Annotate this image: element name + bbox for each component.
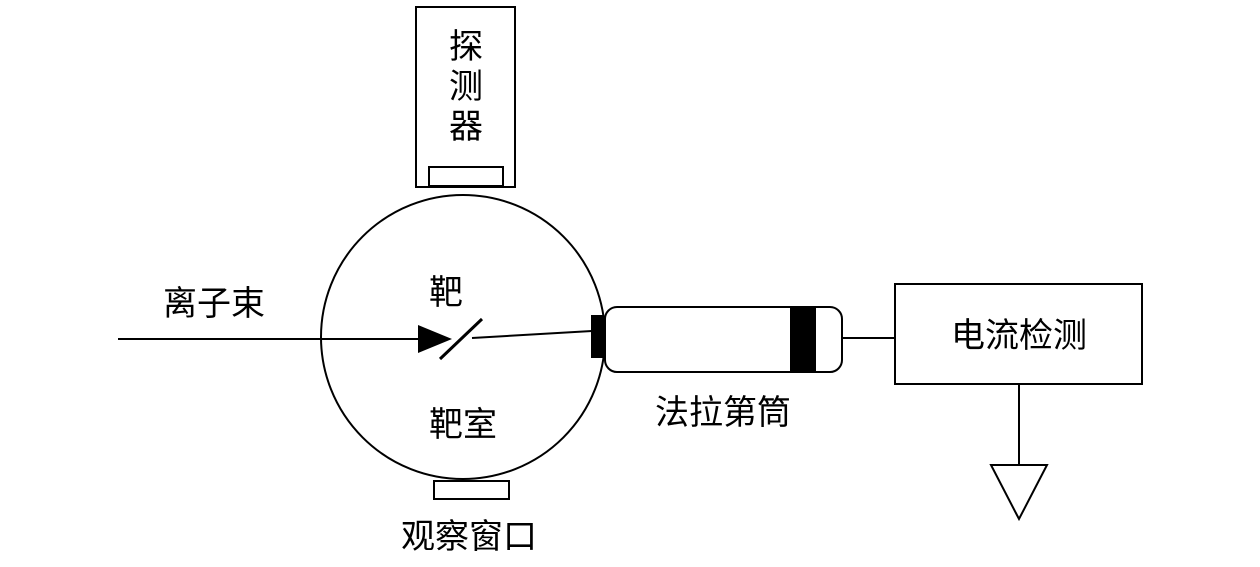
target-chamber-label: 靶室: [429, 405, 497, 445]
current-detection-label: 电流检测: [951, 316, 1087, 356]
target-slash: [438, 317, 484, 361]
detector-box: [415, 6, 516, 188]
ground-symbol-icon: [989, 464, 1049, 522]
faraday-cup-band: [790, 308, 816, 371]
faraday-cup-label: 法拉第筒: [655, 393, 791, 433]
detector-label-char-1: 探: [449, 27, 483, 67]
target-label: 靶: [429, 273, 463, 313]
detector-label-char-3: 器: [449, 107, 483, 147]
detector-label-char-2: 测: [449, 67, 483, 107]
ion-beam-arrowhead: [418, 325, 452, 353]
ion-beam-label: 离子束: [163, 284, 265, 324]
detector-flange: [428, 166, 504, 187]
faraday-cup-body: [604, 306, 843, 373]
observation-window-flange: [433, 480, 510, 500]
faraday-cup-entrance: [591, 315, 604, 358]
current-detection-box: [894, 283, 1143, 385]
scattered-beam-line: [471, 330, 593, 339]
observation-window-label: 观察窗口: [401, 517, 537, 557]
